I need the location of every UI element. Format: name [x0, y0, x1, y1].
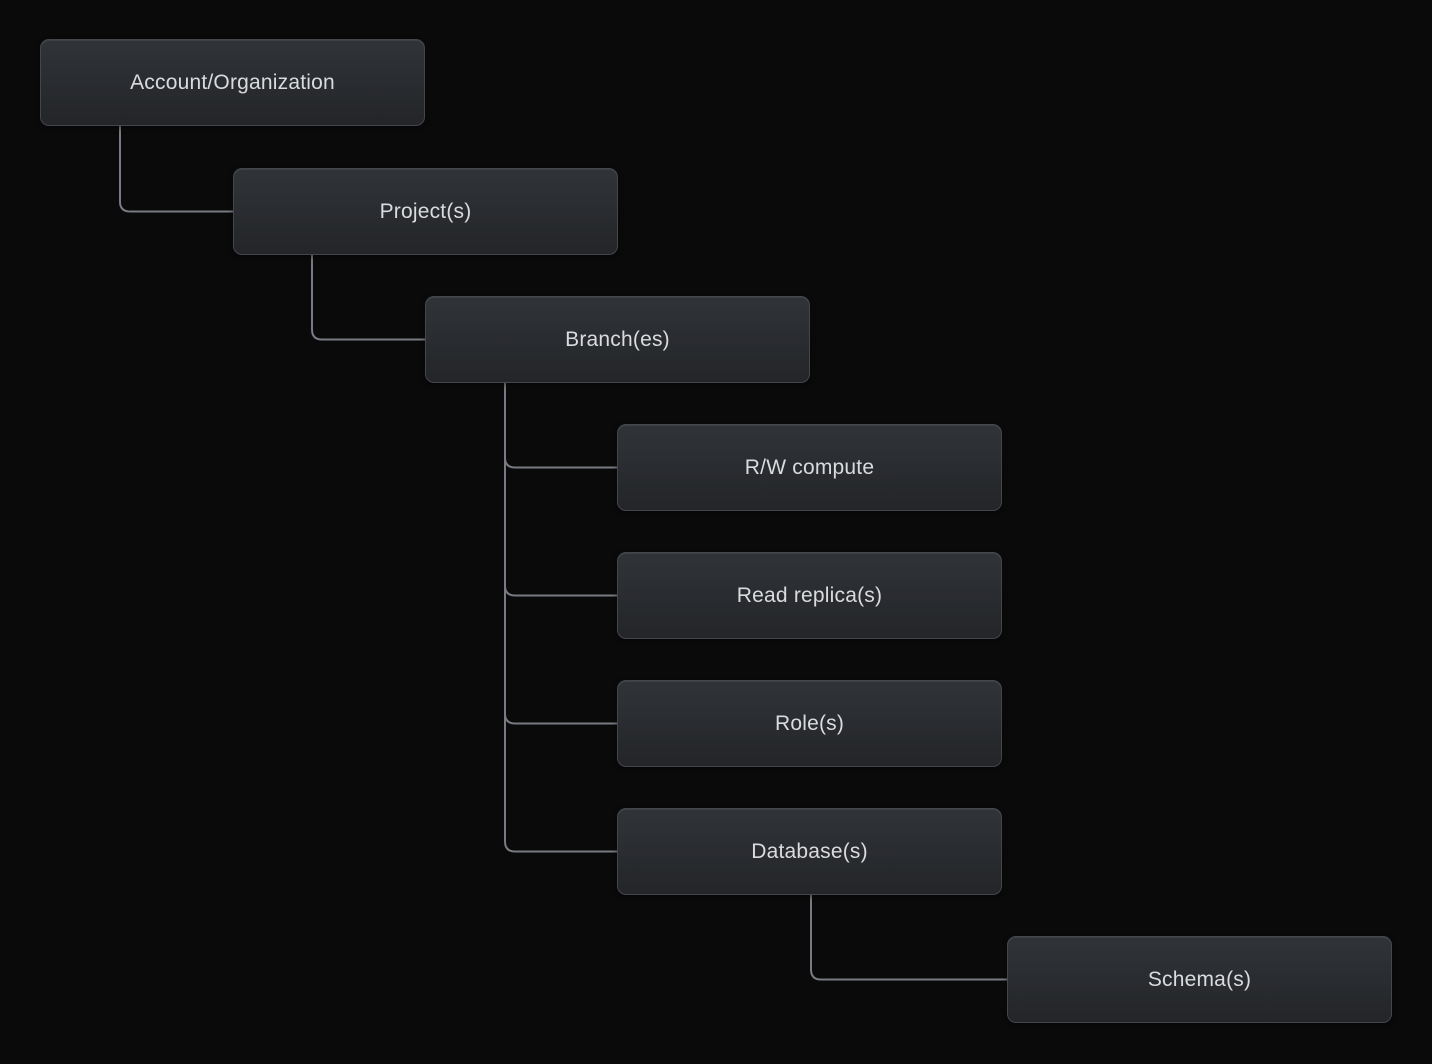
node-rw-compute: R/W compute [617, 424, 1002, 511]
node-label: Read replica(s) [736, 583, 883, 607]
connector-branch-database [504, 383, 617, 853]
connector-database-schema [810, 895, 1007, 981]
node-label: Database(s) [751, 839, 868, 863]
node-label: Branch(es) [565, 327, 670, 351]
node-read-replicas: Read replica(s) [617, 552, 1002, 639]
connector-account-project [119, 126, 233, 213]
node-label: R/W compute [744, 455, 875, 479]
node-label: Account/Organization [130, 70, 335, 94]
connector-branch-rw [504, 383, 617, 469]
node-databases: Database(s) [617, 808, 1002, 895]
node-label: Project(s) [379, 199, 472, 223]
node-label: Role(s) [774, 711, 845, 735]
node-branches: Branch(es) [425, 296, 810, 383]
connector-branch-replica [504, 383, 617, 597]
node-label: Schema(s) [1147, 967, 1252, 991]
node-schemas: Schema(s) [1007, 936, 1392, 1023]
node-account-organization: Account/Organization [40, 39, 425, 126]
connector-project-branch [311, 255, 425, 341]
node-projects: Project(s) [233, 168, 618, 255]
node-roles: Role(s) [617, 680, 1002, 767]
connector-branch-role [504, 383, 617, 725]
